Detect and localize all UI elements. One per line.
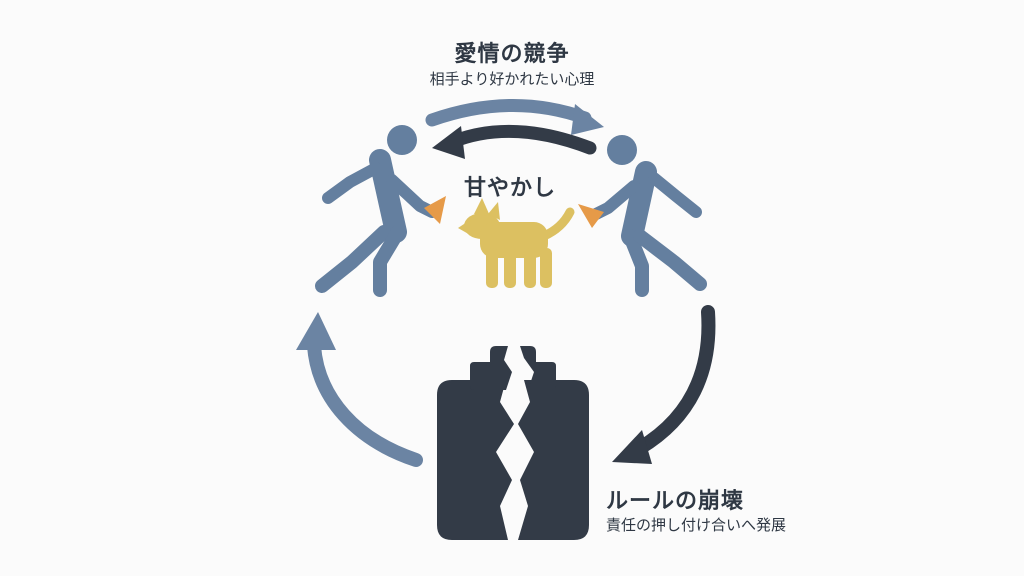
person-icon [315,125,438,297]
treat-icon [424,196,446,224]
bottom-node-title: ルールの崩壊 [606,489,745,514]
bottom-node-subtitle: 責任の押し付け合いへ発展 [606,516,787,534]
dog-icon [458,198,575,288]
top-node-subtitle: 相手より好かれたい心理 [429,70,595,88]
broken-clipboard-icon [437,346,589,540]
person-icon [590,135,707,297]
arrow-right-down [612,305,716,464]
treat-icon [578,204,604,228]
top-node-title: 愛情の競争 [454,42,570,67]
arrow-left-up [296,312,423,467]
arrow-left-top [432,124,597,159]
arrow-right-top [425,99,604,135]
center-node-label: 甘やかし [463,176,557,201]
